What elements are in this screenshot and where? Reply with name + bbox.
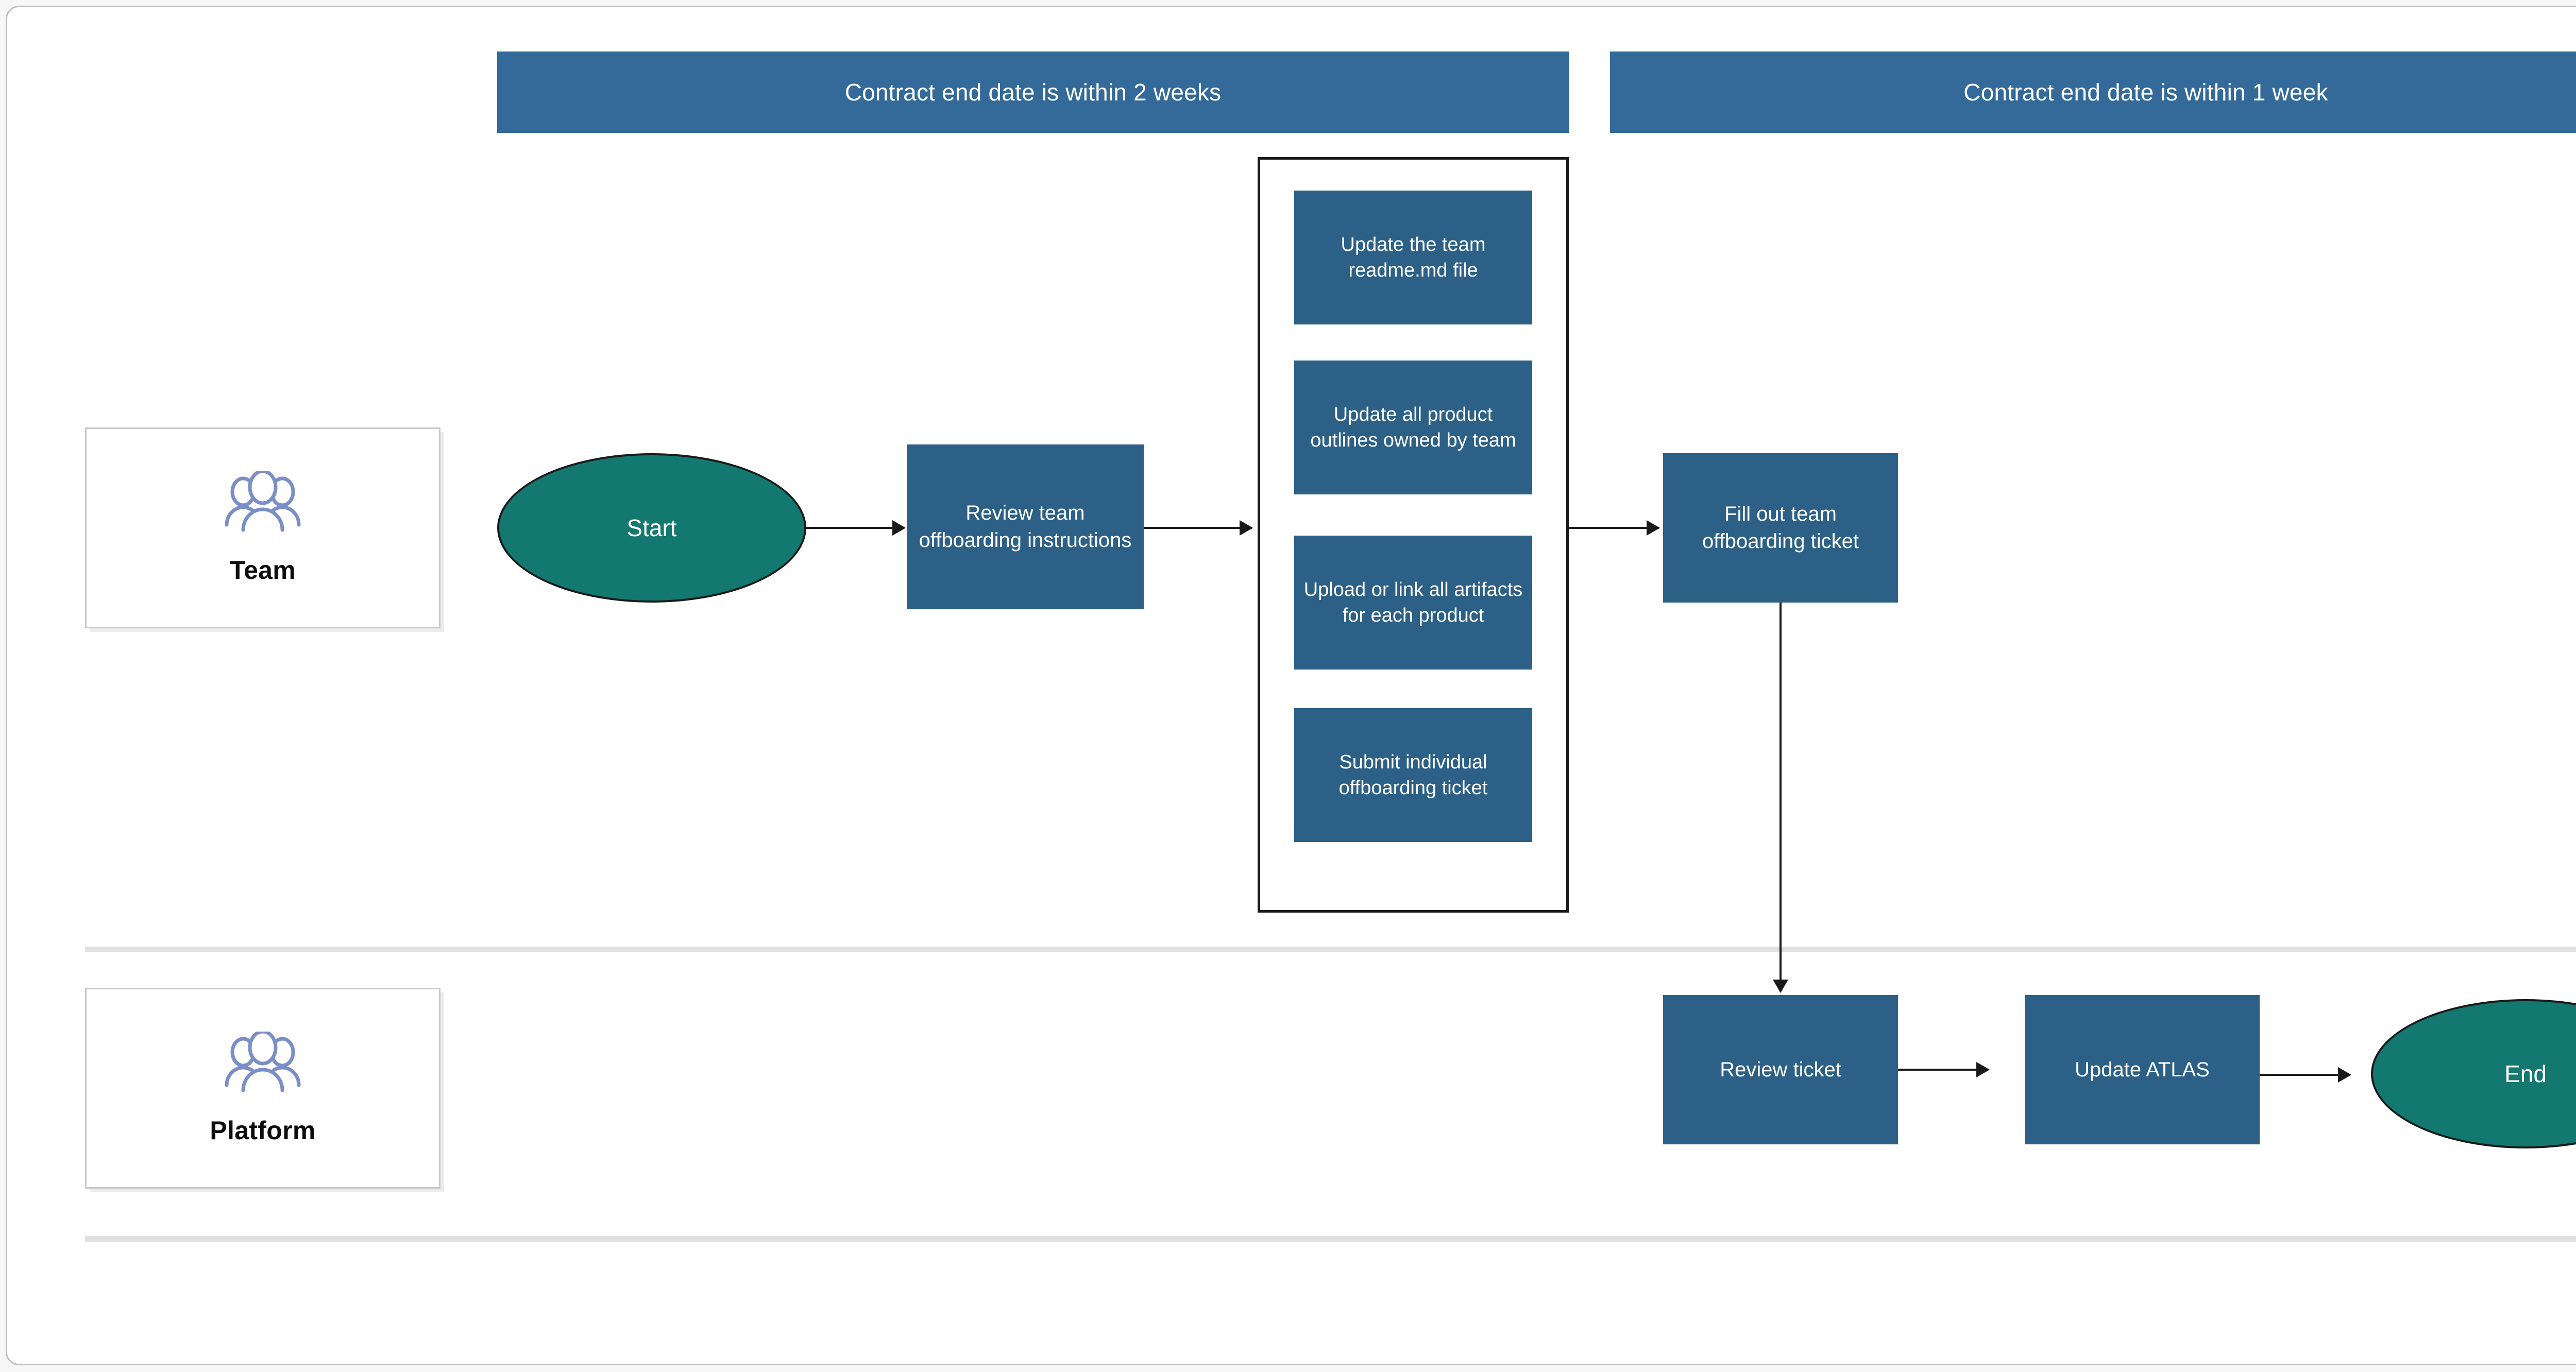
people-group-icon [222, 469, 304, 535]
node-start[interactable]: Start [497, 453, 806, 603]
node-group-task-1[interactable]: Update the team readme.md file [1294, 191, 1532, 324]
arrowhead-to-end [2338, 1067, 2351, 1083]
connector-fill-ticket-to-review-ticket [1780, 603, 1782, 986]
connector-update-atlas-to-end [2260, 1074, 2350, 1076]
node-review-instructions[interactable]: Review team offboarding instructions [907, 444, 1144, 609]
node-label: Review team offboarding instructions [919, 502, 1132, 552]
node-label: Start [626, 514, 677, 541]
phase-banner-2-weeks: Contract end date is within 2 weeks [497, 52, 1569, 133]
node-fill-ticket[interactable]: Fill out team offboarding ticket [1663, 453, 1898, 603]
node-label: Update all product outlines owned by tea… [1310, 403, 1516, 451]
people-group-icon [222, 1030, 304, 1095]
node-group-task-2[interactable]: Update all product outlines owned by tea… [1294, 361, 1532, 494]
arrowhead-to-review-ticket [1773, 980, 1788, 993]
lane-divider-bottom [85, 1236, 2576, 1242]
arrowhead-to-update-atlas [1976, 1062, 1990, 1077]
connector-review-instructions-to-group [1144, 527, 1252, 529]
lane-divider-top [85, 947, 2576, 952]
node-label: Fill out team offboarding ticket [1702, 503, 1859, 553]
connector-group-to-fill-ticket [1569, 527, 1659, 529]
phase-banner-label: Contract end date is within 1 week [1963, 79, 2328, 106]
arrowhead-to-review-instructions [892, 520, 906, 536]
phase-banner-1-week: Contract end date is within 1 week [1610, 52, 2576, 133]
node-label: Update ATLAS [2075, 1058, 2210, 1081]
phase-banner-label: Contract end date is within 2 weeks [844, 79, 1222, 106]
node-update-atlas[interactable]: Update ATLAS [2025, 995, 2260, 1144]
node-label: Submit individual offboarding ticket [1338, 751, 1488, 799]
lane-header-team: Team [85, 427, 440, 628]
arrowhead-to-fill-ticket [1647, 520, 1660, 536]
node-label: Upload or link all artifacts for each pr… [1303, 578, 1523, 626]
node-group-task-3[interactable]: Upload or link all artifacts for each pr… [1294, 536, 1532, 670]
node-label: End [2504, 1060, 2547, 1087]
node-group-task-4[interactable]: Submit individual offboarding ticket [1294, 708, 1532, 842]
lane-header-platform: Platform [85, 988, 440, 1189]
connector-review-ticket-to-update-atlas [1898, 1069, 1988, 1071]
connector-start-to-review-instructions [806, 527, 904, 529]
node-label: Update the team readme.md file [1341, 233, 1486, 281]
node-review-ticket[interactable]: Review ticket [1663, 995, 1898, 1144]
lane-label: Platform [210, 1116, 316, 1145]
node-label: Review ticket [1720, 1058, 1841, 1081]
arrowhead-to-group [1240, 520, 1253, 536]
lane-label: Team [229, 555, 296, 585]
